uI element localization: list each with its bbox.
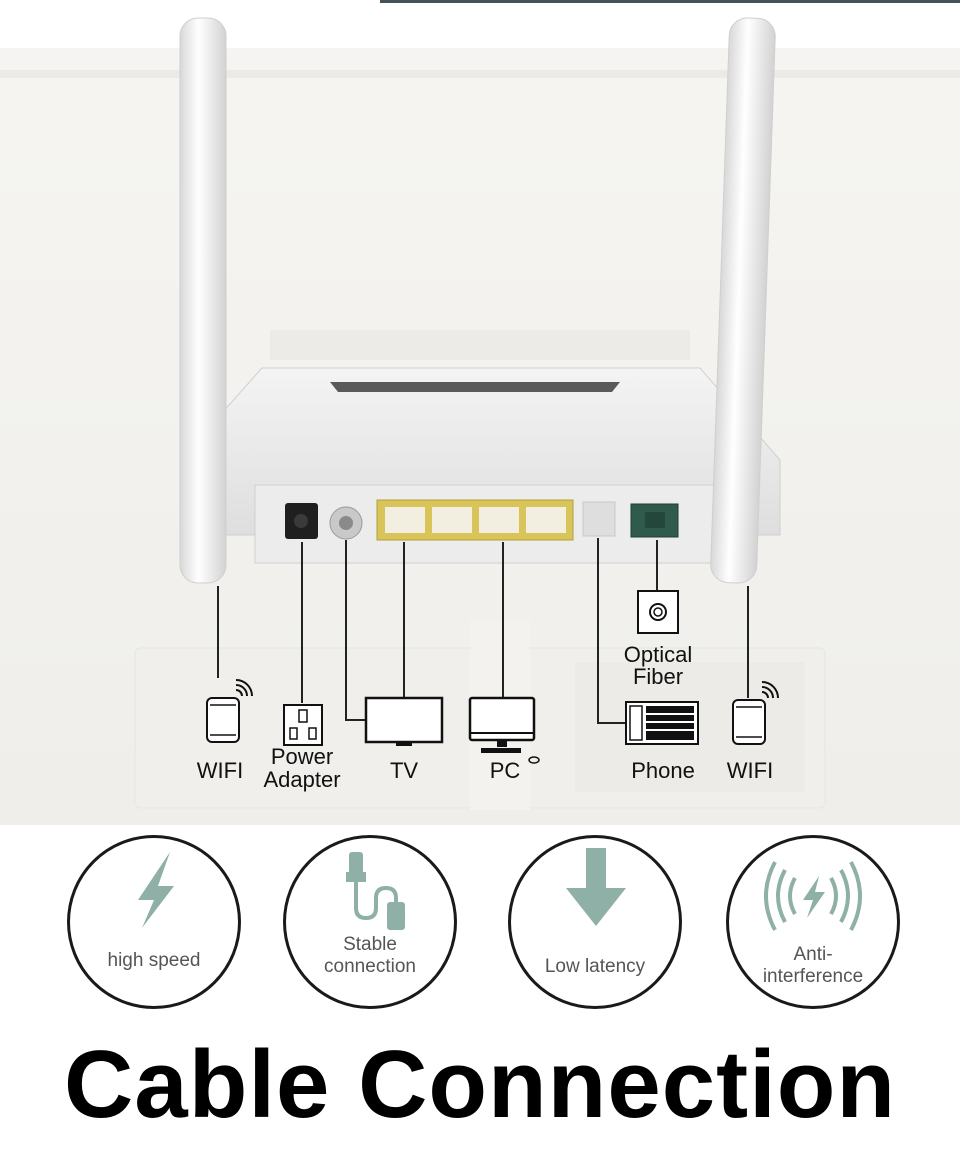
tv-icon bbox=[364, 696, 444, 746]
cable-plug-icon bbox=[346, 852, 405, 930]
phone-wifi-icon-left bbox=[206, 679, 253, 743]
router-scene: WIFI Power Adapter TV PC Optical Fiber P… bbox=[0, 0, 960, 825]
phone-wifi-icon-right bbox=[732, 681, 779, 745]
wifi-left-label: WIFI bbox=[196, 758, 244, 783]
pc-icon bbox=[468, 696, 540, 764]
feature-low-latency: Low latency bbox=[508, 835, 682, 1009]
tv-label: TV bbox=[389, 758, 419, 783]
optical-fiber-icon bbox=[637, 590, 679, 634]
feature-label-line1: high speed bbox=[107, 950, 201, 971]
feature-label-line2: connection bbox=[324, 956, 416, 977]
signal-waves-icon bbox=[764, 861, 862, 931]
power-adapter-label-line2: Adapter bbox=[263, 767, 341, 792]
feature-label-line1: Anti- bbox=[793, 944, 833, 965]
pc-label: PC bbox=[489, 758, 521, 783]
feature-label-line1: Low latency bbox=[544, 956, 646, 977]
feature-stable-connection: Stable connection bbox=[283, 835, 457, 1009]
lightning-icon bbox=[138, 852, 174, 928]
feature-label-line2: interference bbox=[762, 966, 864, 987]
feature-anti-interference: Anti- interference bbox=[726, 835, 900, 1009]
page-title: Cable Connection bbox=[63, 1031, 897, 1138]
feature-high-speed: high speed bbox=[67, 835, 241, 1009]
wifi-right-label: WIFI bbox=[726, 758, 774, 783]
phone-label: Phone bbox=[631, 758, 695, 783]
down-arrow-icon bbox=[566, 848, 626, 926]
power-socket-icon bbox=[283, 704, 323, 746]
power-adapter-label-line1: Power bbox=[270, 744, 334, 769]
optical-fiber-label-line2: Fiber bbox=[632, 664, 684, 689]
telephone-icon bbox=[625, 701, 699, 745]
optical-fiber-label-line1: Optical bbox=[623, 642, 693, 667]
feature-label-line1: Stable bbox=[343, 934, 397, 955]
